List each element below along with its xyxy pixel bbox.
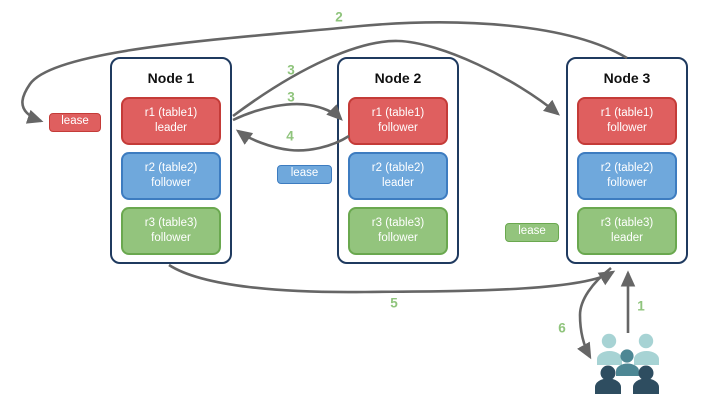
node1-replica-r3-follower: r3 (table3) follower [121,207,221,255]
node3-title: Node 3 [603,70,651,86]
replica-name: r3 (table3) [371,216,425,229]
node3-replicas: r1 (table1) follower r2 (table2) followe… [577,97,677,255]
replica-role: follower [607,177,647,189]
node3-box: Node 3 r1 (table1) follower r2 (table2) … [566,57,688,264]
replica-name: r1 (table1) [144,106,198,119]
node2-title: Node 2 [374,70,422,86]
node1-replica-r2-follower: r2 (table2) follower [121,152,221,200]
arrow-step-3-to-node2 [232,102,343,122]
replica-role: follower [378,232,418,244]
node1-box: Node 1 r1 (table1) leader r2 (table2) fo… [110,57,232,264]
replica-name: r2 (table2) [144,161,198,174]
node1-replica-r1-leader: r1 (table1) leader [121,97,221,145]
node1-title: Node 1 [147,70,195,86]
step-label-2: 2 [335,9,343,25]
replica-name: r2 (table2) [600,161,654,174]
arrow-step-6 [577,266,612,360]
replica-name: r3 (table3) [600,216,654,229]
lease-badge-table3: lease [505,223,559,242]
replica-role: follower [151,232,191,244]
replica-name: r2 (table2) [371,161,425,174]
replica-role: follower [607,122,647,134]
replica-name: r3 (table3) [144,216,198,229]
step-label-3b: 3 [287,89,295,105]
node2-replicas: r1 (table1) follower r2 (table2) leader … [348,97,448,255]
lease-badge-table2: lease [277,165,332,184]
node2-box: Node 2 r1 (table1) follower r2 (table2) … [337,57,459,264]
users-icon [595,333,659,394]
arrow-step-5 [168,263,616,294]
node3-replica-r2-follower: r2 (table2) follower [577,152,677,200]
node2-replica-r2-leader: r2 (table2) leader [348,152,448,200]
step-label-3a: 3 [287,62,295,78]
lease-badge-table1: lease [49,113,101,132]
step-label-5: 5 [390,295,398,311]
replica-name: r1 (table1) [371,106,425,119]
replica-name: r1 (table1) [600,106,654,119]
node1-replicas: r1 (table1) leader r2 (table2) follower … [121,97,221,255]
replica-role: leader [155,122,187,134]
replica-role: leader [611,232,643,244]
replica-role: follower [378,122,418,134]
node2-replica-r3-follower: r3 (table3) follower [348,207,448,255]
step-label-6: 6 [558,320,566,336]
replica-role: leader [382,177,414,189]
node2-replica-r1-follower: r1 (table1) follower [348,97,448,145]
node3-replica-r1-follower: r1 (table1) follower [577,97,677,145]
step-label-1: 1 [637,298,645,314]
node3-replica-r3-leader: r3 (table3) leader [577,207,677,255]
step-label-4: 4 [286,128,294,144]
replica-role: follower [151,177,191,189]
